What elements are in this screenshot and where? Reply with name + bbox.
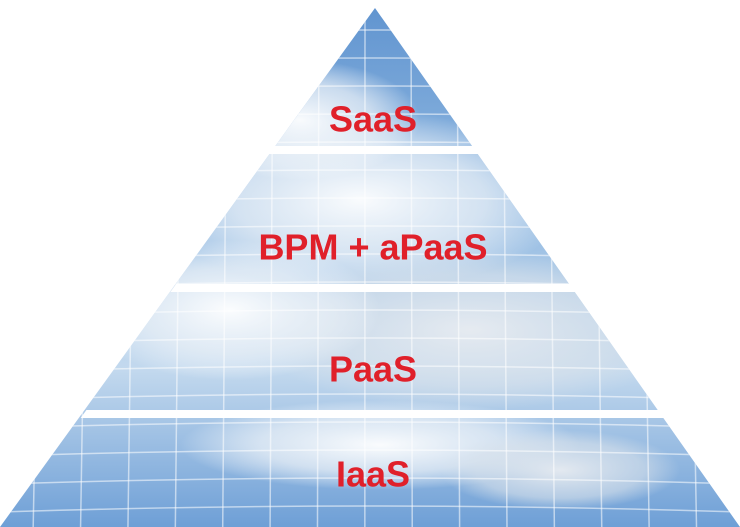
tier-label-iaas: IaaS (336, 454, 410, 495)
tier-divider (268, 146, 482, 154)
tier-label-paas: PaaS (329, 349, 417, 390)
tier-divider (170, 284, 580, 292)
tier-label-saas: SaaS (329, 99, 417, 140)
tier-divider (80, 410, 670, 418)
tier-label-bpm-apaas: BPM + aPaaS (258, 227, 487, 268)
